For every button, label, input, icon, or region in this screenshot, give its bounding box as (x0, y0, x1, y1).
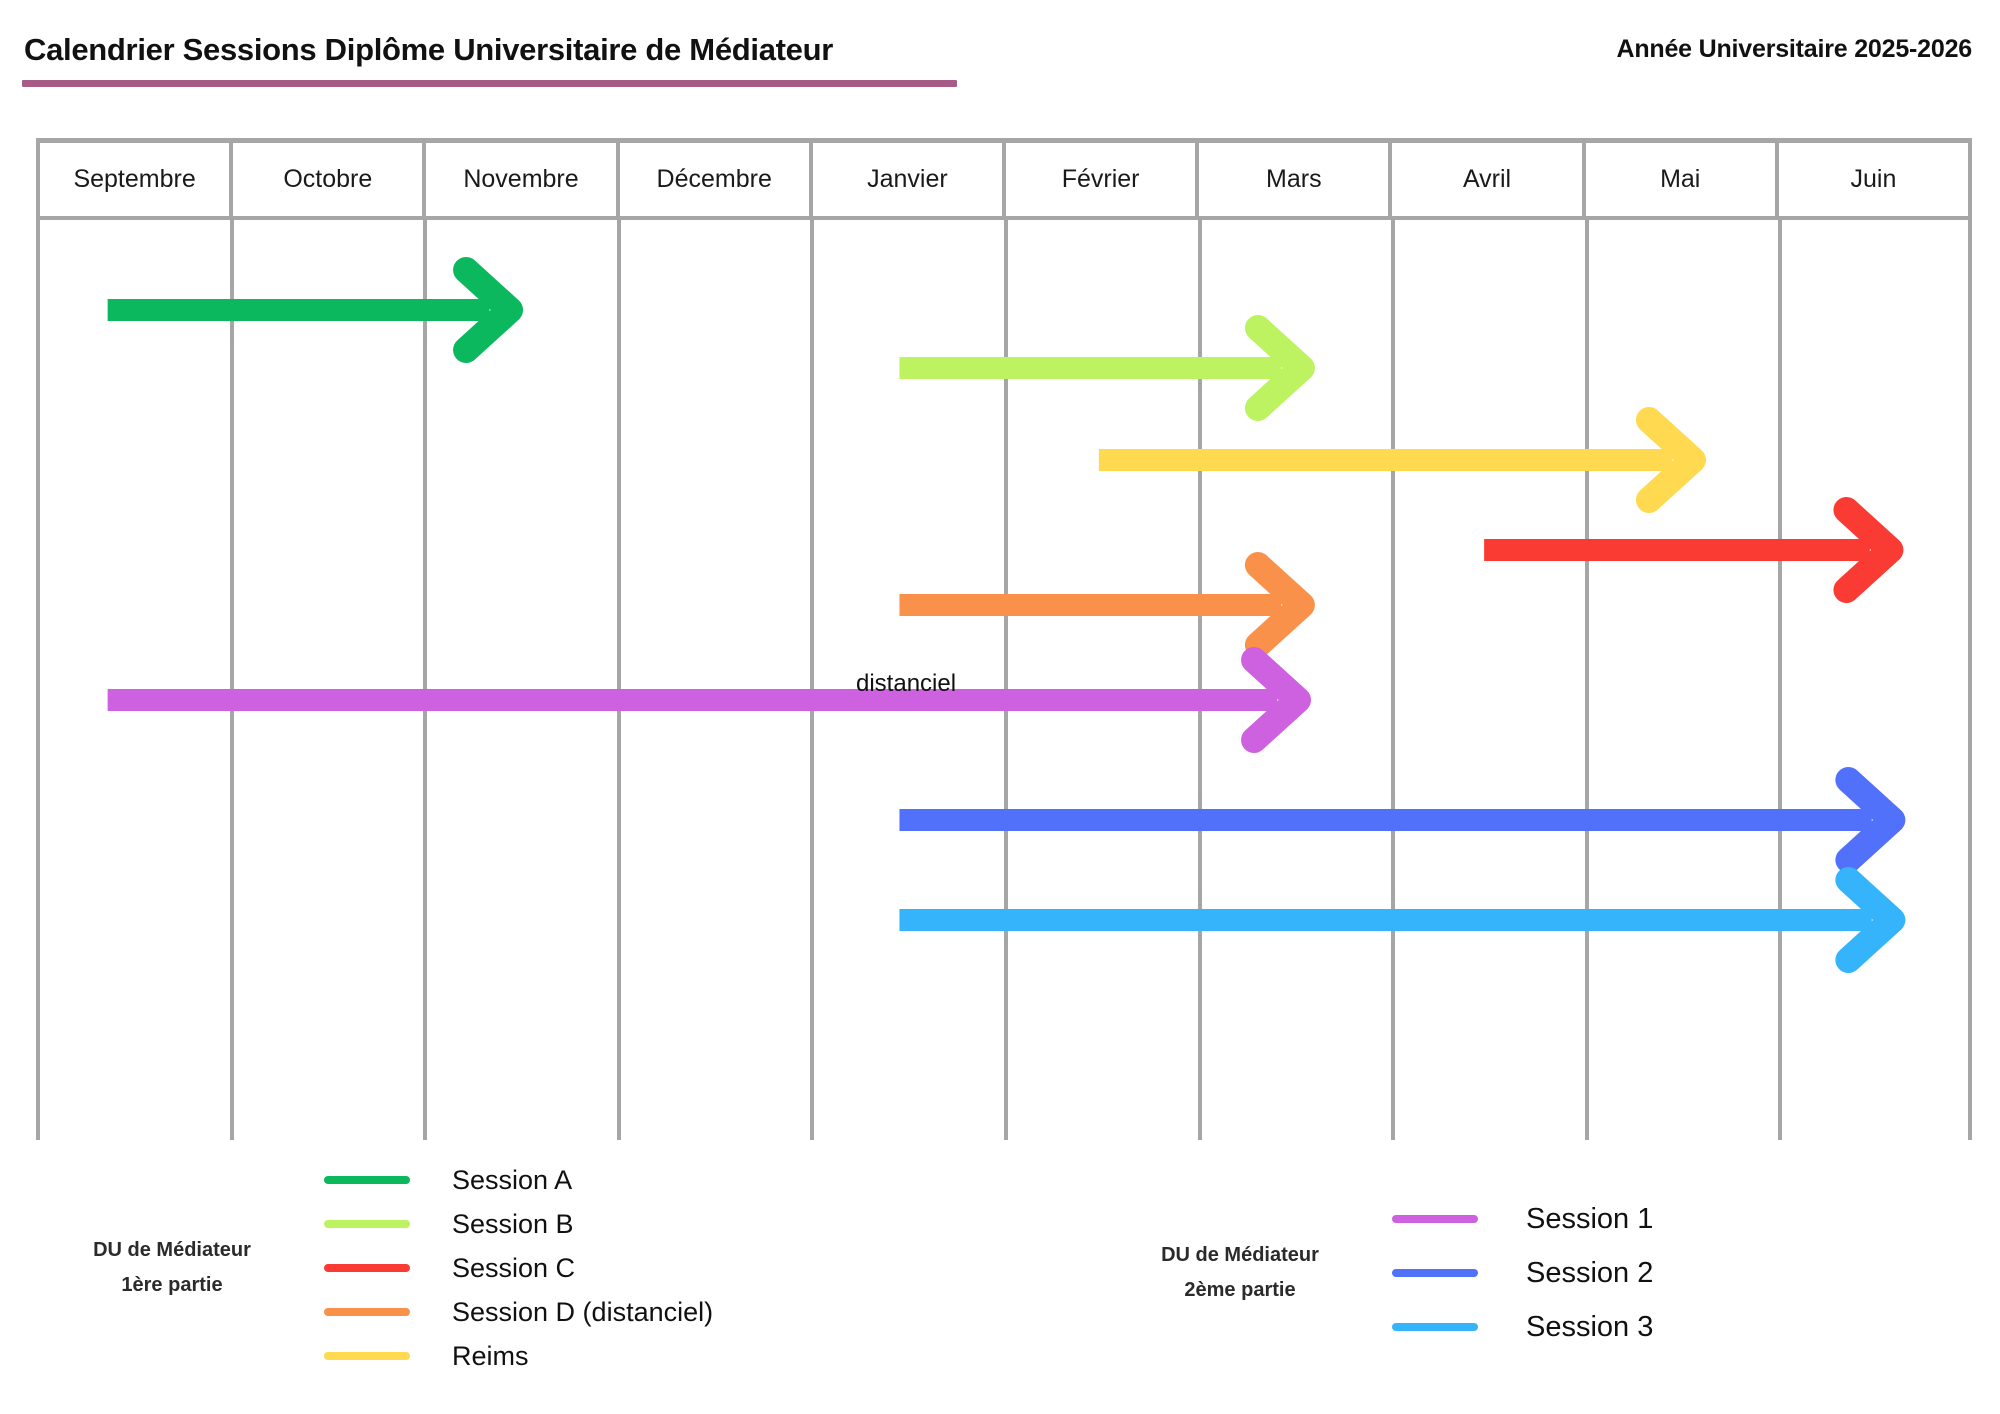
arrow-head (1241, 647, 1312, 753)
month-cell-novembre: Novembre (426, 143, 620, 216)
academic-year-label: Année Universitaire 2025-2026 (1616, 35, 1972, 63)
month-label: Avril (1462, 165, 1512, 193)
header-rule (36, 216, 1972, 220)
legend-item-label: Session B (452, 1208, 574, 1239)
arrow-head (1835, 767, 1906, 873)
legend-item[interactable]: Session 3 (1392, 1300, 1653, 1354)
month-cell-janvier: Janvier (813, 143, 1007, 216)
legend-item[interactable]: Session B (324, 1202, 713, 1246)
legend-right-title-line2: 2ème partie (1184, 1279, 1296, 1301)
arrow-shaft (1484, 539, 1870, 561)
arrow-shaft (107, 299, 490, 321)
month-label: Mars (1266, 165, 1322, 193)
grid-line-6 (1197, 220, 1202, 1140)
arrow-head (1835, 867, 1906, 973)
month-cell-mars: Mars (1199, 143, 1393, 216)
grid-line-5 (1004, 220, 1008, 1140)
grid-line-1 (229, 220, 234, 1140)
legend-swatch-icon (324, 1220, 410, 1228)
grid-line-8 (1584, 220, 1589, 1140)
month-cell-juin: Juin (1779, 143, 1973, 216)
legend-left-items: Session A Session B Session C Session D (di… (324, 1158, 713, 1378)
grid-line-2 (423, 220, 428, 1140)
grid-line-3 (616, 220, 621, 1140)
arrow-head (1635, 407, 1706, 513)
grid-line-10 (1968, 220, 1972, 1140)
legend-swatch-icon (324, 1308, 410, 1316)
legend-item[interactable]: Session D (distanciel) (324, 1290, 713, 1334)
annotation-distanciel: distanciel (856, 670, 957, 697)
legend-right-title: DU de Médiateur 2ème partie (1140, 1238, 1340, 1308)
legend-item-label: Reims (452, 1340, 529, 1371)
month-cell-février: Février (1006, 143, 1200, 216)
legend-item[interactable]: Session A (324, 1158, 713, 1202)
legend-swatch-icon (1392, 1269, 1478, 1277)
grid-line-4 (810, 220, 815, 1140)
arrow-shaft (899, 909, 1872, 931)
legend-item-label: Session 2 (1526, 1256, 1654, 1289)
month-cell-mai: Mai (1586, 143, 1779, 216)
arrow-shaft (107, 689, 1278, 711)
arrow-head (1833, 497, 1904, 603)
arrow-head (1244, 552, 1315, 658)
grid-line-7 (1391, 220, 1396, 1140)
page-title: Calendrier Sessions Diplôme Universitair… (24, 32, 834, 67)
legend-swatch-icon (324, 1264, 410, 1272)
month-label: Septembre (73, 165, 196, 193)
legend-item-label: Session 3 (1526, 1310, 1654, 1343)
title-underline (22, 80, 957, 87)
arrow-shaft (899, 594, 1282, 616)
legend-item[interactable]: Reims (324, 1334, 713, 1378)
month-label: Février (1061, 165, 1140, 193)
legend-item-label: Session D (distanciel) (452, 1296, 714, 1327)
month-cell-avril: Avril (1392, 143, 1586, 216)
month-cell-décembre: Décembre (620, 143, 813, 216)
grid-line-9 (1778, 220, 1783, 1140)
legend-swatch-icon (1392, 1215, 1478, 1223)
month-label: Juin (1850, 165, 1897, 193)
legend-swatch-icon (324, 1176, 410, 1184)
month-label: Octobre (283, 165, 373, 193)
month-label: Novembre (463, 165, 579, 193)
legend-item-label: Session 1 (1526, 1202, 1654, 1235)
legend-right-title-line1: DU de Médiateur (1161, 1244, 1319, 1266)
month-cell-octobre: Octobre (233, 143, 427, 216)
legend-item[interactable]: Session 2 (1392, 1246, 1653, 1300)
calendar-chart: Septembre Octobre Novembre Décembre Janvier F… (36, 138, 1973, 1140)
month-header-row: Septembre Octobre Novembre Décembre Janvier F… (36, 138, 1973, 216)
month-label: Janvier (867, 165, 948, 193)
legend-item[interactable]: Session 1 (1392, 1192, 1653, 1246)
month-label: Mai (1660, 165, 1701, 193)
legend-item[interactable]: Session C (324, 1246, 713, 1290)
month-cell-septembre: Septembre (36, 143, 234, 216)
legend-left-title-line2: 1ère partie (121, 1274, 223, 1296)
grid-line-0 (36, 220, 40, 1140)
month-label: Décembre (656, 165, 772, 193)
legend-item-label: Session A (452, 1164, 573, 1195)
arrow-shaft (899, 357, 1282, 379)
legend-swatch-icon (324, 1352, 410, 1360)
legend-left-title: DU de Médiateur 1ère partie (72, 1233, 272, 1303)
legend-item-label: Session C (452, 1252, 576, 1283)
legend-right-items: Session 1 Session 2 Session 3 (1392, 1192, 1653, 1354)
legend-swatch-icon (1392, 1323, 1478, 1331)
legend-left-title-line1: DU de Médiateur (93, 1239, 251, 1261)
calendar-grid-body: distanciel (36, 220, 1972, 1140)
page-header: Calendrier Sessions Diplôme Universitair… (0, 0, 2000, 100)
arrow-head (1244, 315, 1315, 421)
arrow-head (453, 257, 524, 363)
arrow-shaft (899, 809, 1872, 831)
